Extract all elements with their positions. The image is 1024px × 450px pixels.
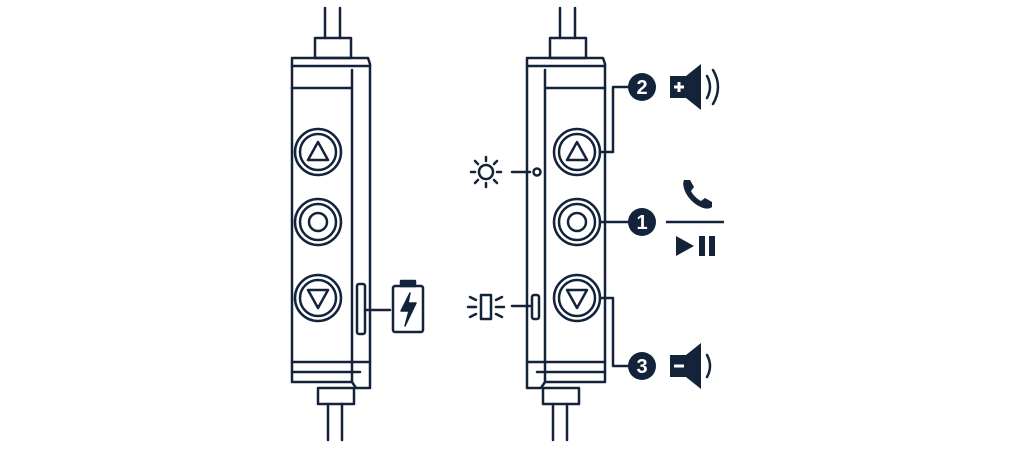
battery-charging-icon [391,279,425,334]
callout-badge-two: 2 [628,73,656,101]
right-play-pause-button[interactable] [552,197,602,247]
right-remote-body [525,56,607,390]
right-remote [466,6,607,442]
ambient-light-sensor-icon [469,155,503,189]
callout-leaders [598,85,630,368]
left-play-pause-button[interactable] [293,197,343,247]
left-bottom-cable [316,386,356,442]
callout-badge-three: 3 [628,352,656,380]
left-volume-up-button[interactable] [293,127,343,177]
volume-down-icon [670,343,712,389]
led-indicator-icon [466,293,506,321]
left-remote [290,6,425,442]
left-remote-body [290,56,372,390]
play-pause-icon [676,236,715,256]
led-indicator [510,293,541,321]
left-top-cable [313,6,353,60]
right-bottom-cable [541,386,581,442]
charging-port [355,282,392,336]
volume-up-icon [670,64,720,110]
callout-number-one: 1 [636,212,647,234]
right-top-cable [548,6,588,60]
callout-number-three: 3 [636,356,647,378]
callout-badge-one: 1 [628,208,656,236]
callout-number-two: 2 [636,77,647,99]
right-volume-down-button[interactable] [552,273,602,323]
right-volume-up-button[interactable] [552,127,602,177]
phone-icon [683,180,712,209]
light-sensor [510,167,542,177]
left-volume-down-button[interactable] [293,273,343,323]
